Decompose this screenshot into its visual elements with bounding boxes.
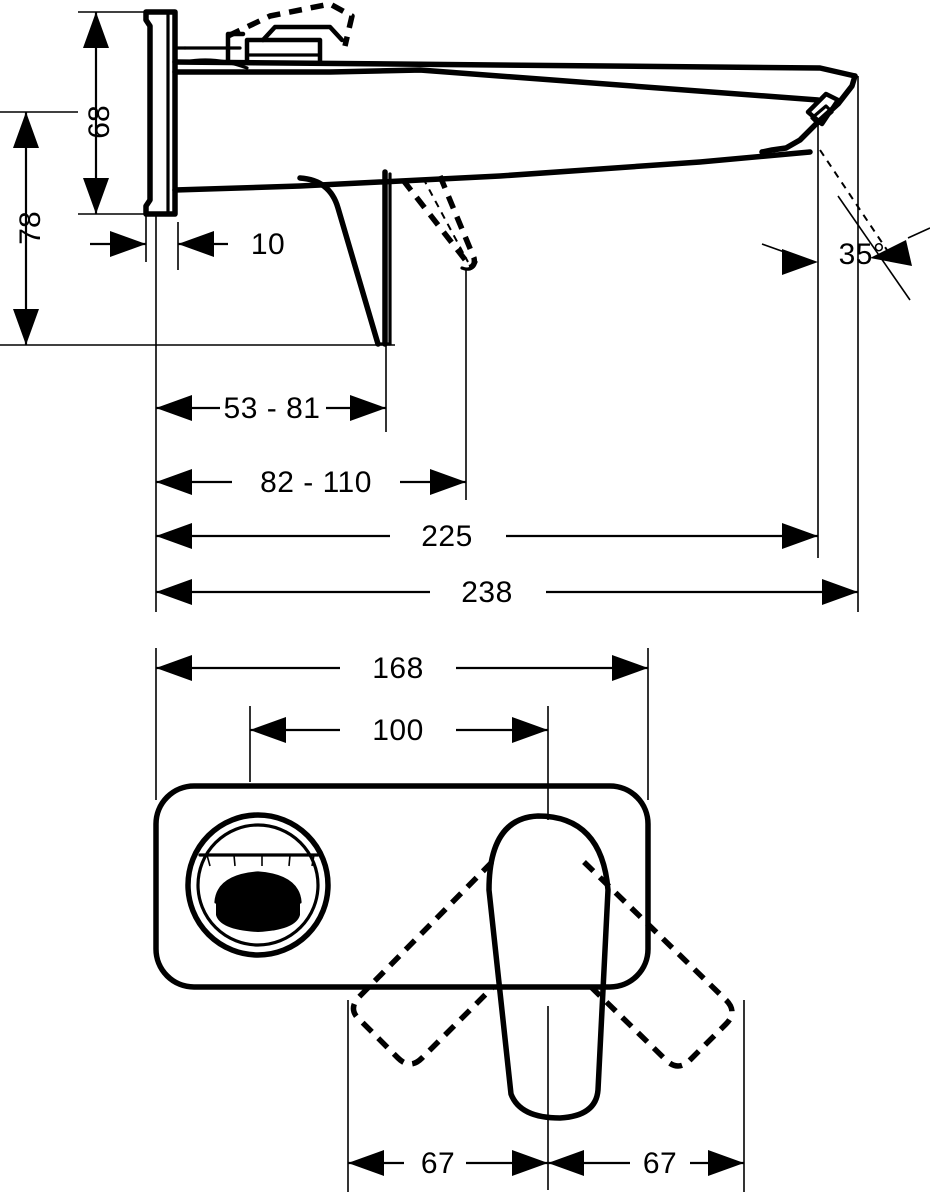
escutcheon-plate [153, 783, 651, 990]
dim-10-label: 10 [251, 228, 285, 261]
dim-78-arrow-bottom [13, 309, 39, 345]
dim-225-arrow-right [782, 523, 818, 549]
angle-35-leader [819, 149, 896, 263]
indicator-knob [216, 873, 300, 932]
front-view-dimensions-bottom: 67 67 [347, 1000, 745, 1192]
dim-225-label: 225 [421, 520, 473, 553]
dim-53-81-arrow-left [156, 395, 192, 421]
angle-35-leader-right [907, 227, 930, 239]
indicator-tick-1 [206, 854, 211, 867]
handle-tilted-tip [460, 260, 478, 271]
front-view-dimensions-top: 168 100 [155, 648, 649, 800]
dim-100-arrow-left [250, 717, 286, 743]
dim-67-left-label: 67 [421, 1147, 455, 1180]
side-view-dimensions: 68 78 10 53 - 81 82 - 110 [0, 11, 930, 612]
lever-left-dashed [350, 860, 494, 1067]
side-view-geometry [143, 1, 858, 347]
spout-top-edge [172, 59, 858, 79]
dim-10-arrow-left [110, 231, 146, 257]
handle-front-face [297, 175, 381, 347]
cartridge-housing [244, 37, 323, 65]
aerator-outer [759, 73, 858, 155]
dim-67-right-arrow-out [708, 1150, 744, 1176]
dim-168-arrow-left [156, 655, 192, 681]
lever-right-dashed [582, 860, 735, 1069]
indicator-tick-2 [233, 854, 236, 867]
dim-225-arrow-left [156, 523, 192, 549]
dim-82-110-arrow-left [156, 469, 192, 495]
indicator-ring-outer [185, 812, 331, 958]
front-view-geometry [153, 782, 735, 1190]
dim-238-label: 238 [461, 576, 513, 609]
dim-53-81-arrow-right [350, 395, 386, 421]
dim-67-right-label: 67 [643, 1147, 677, 1180]
spout-under-edge [172, 67, 821, 103]
angle-35-arrow-left [782, 249, 818, 275]
indicator-ring-inner [196, 823, 320, 947]
indicator-tick-4 [288, 854, 291, 867]
dim-35-label: 35° [839, 238, 886, 271]
dim-82-110-arrow-right [430, 469, 466, 495]
dim-168-arrow-right [612, 655, 648, 681]
cartridge-housing-cap [260, 24, 345, 43]
dim-238-arrow-left [156, 579, 192, 605]
angle-35-ray [837, 195, 911, 301]
dim-78-arrow-top [13, 112, 39, 148]
dim-68-arrow-bottom [83, 178, 109, 214]
indicator-tick-5 [311, 854, 315, 867]
dim-68-label: 68 [83, 105, 116, 138]
spout-body-lower-profile [172, 149, 813, 193]
aerator-core [810, 104, 834, 126]
handle-tilted-dashed-center [422, 177, 469, 263]
dim-100-arrow-right [512, 717, 548, 743]
dim-168-label: 168 [372, 652, 424, 685]
lever-curve [183, 58, 249, 70]
dim-67-right-arrow-in [548, 1150, 584, 1176]
handle-tilted-dashed-inner [437, 174, 478, 271]
indicator-knob-outline [214, 871, 302, 904]
aerator-inner-ring [805, 91, 841, 127]
dim-67-left-arrow-out [348, 1150, 384, 1176]
dim-82-110-label: 82 - 110 [260, 466, 372, 499]
angle-35-arrow-right [870, 240, 912, 266]
dim-68-arrow-top [83, 12, 109, 48]
dim-238-arrow-right [822, 579, 858, 605]
dim-78-label: 78 [14, 211, 47, 244]
handle-raised-dashed [226, 1, 355, 47]
dim-67-left-arrow-in [512, 1150, 548, 1176]
wall-plate-outline [143, 9, 178, 217]
dim-100-label: 100 [372, 714, 424, 747]
dim-53-81-label: 53 - 81 [224, 392, 321, 425]
handle-tilted-dashed-outer [400, 178, 473, 268]
lever-handle-front [486, 813, 611, 1121]
dim-10-arrow-right [178, 231, 214, 257]
